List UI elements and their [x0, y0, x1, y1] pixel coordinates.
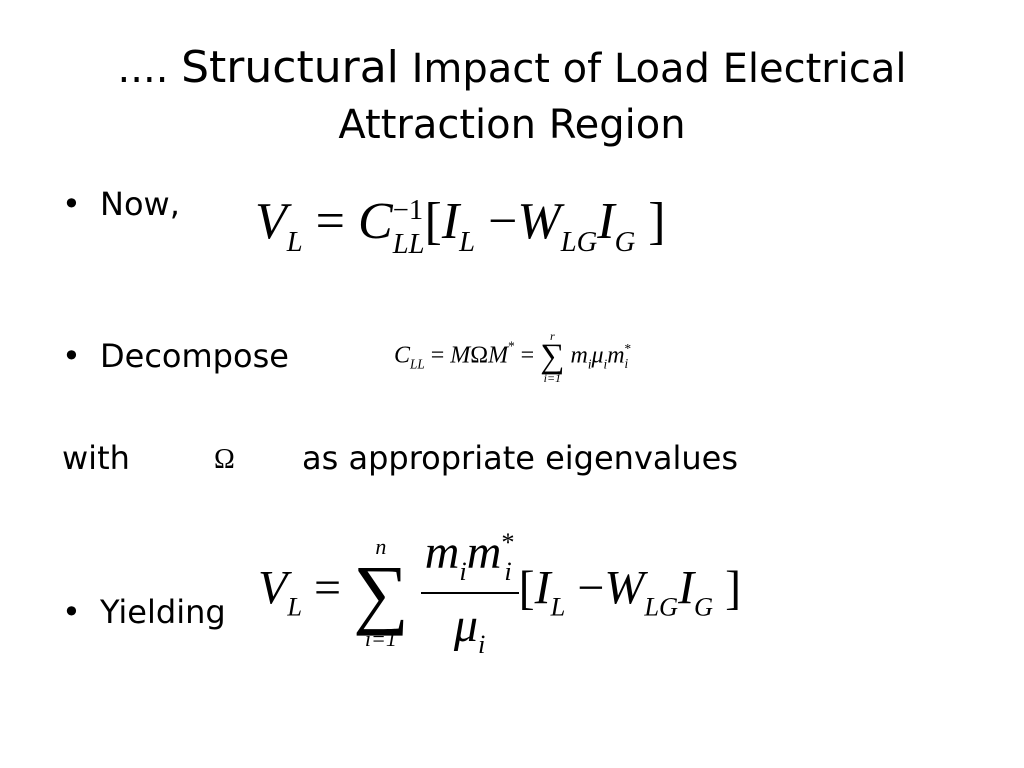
eq2-sum-upper: r [550, 329, 555, 343]
eq3-i2: I [678, 561, 695, 615]
eq3-sub-i3: i [478, 628, 486, 659]
eq2-equals-2: = [520, 342, 535, 369]
eq2-m-conj: M [488, 342, 509, 369]
eq3-numerator: mim*i [420, 526, 519, 595]
eq2-sub-i3: i [624, 356, 629, 371]
eq2-mu: μ [591, 342, 604, 369]
eq1-minus: − [488, 193, 518, 250]
eq1-left-bracket: [ [424, 193, 442, 250]
bullet-yielding: • Yielding [62, 592, 226, 632]
eq2-m-scripts: *i [625, 342, 632, 371]
eigenvalues-text: as appropriate eigenvalues [302, 439, 739, 477]
eq3-m-i: m [424, 526, 460, 580]
eq3-sub-l2: L [550, 591, 566, 622]
eq2-star-2: * [624, 341, 632, 357]
eq3-sub-i: i [459, 555, 467, 586]
eq2-sub-i: i [587, 356, 592, 372]
eq1-sub-l: L [286, 226, 303, 258]
eq3-m-i-conj: m [466, 526, 502, 580]
bullet-decompose: • Decompose [62, 336, 289, 376]
eq3-minus: − [577, 561, 605, 615]
eq3-m-scripts: *i [501, 527, 515, 587]
eq2-sub-i2: i [603, 356, 608, 372]
eq2-omega: Ω [470, 342, 489, 369]
eq1-i2: I [597, 193, 615, 250]
eq2-sum-lower: i=1 [543, 371, 562, 385]
bullet-marker: • [62, 593, 81, 631]
eq1-sub-l2: L [459, 226, 476, 258]
eq2-summation: r ∑ i=1 [540, 330, 564, 384]
eq3-sub-i2: i [504, 556, 512, 587]
bullet-text: Now, [100, 185, 180, 223]
omega-symbol: Ω [214, 444, 235, 475]
eq3-denominator: μi [421, 594, 519, 659]
eq2-star: * [508, 338, 515, 354]
eq3-right-bracket: ] [725, 561, 742, 615]
bullet-now: • Now, [62, 184, 180, 224]
eq3-sub-g: G [694, 591, 714, 622]
bullet-text: Decompose [100, 337, 289, 375]
eq2-sub-ll: LL [410, 356, 425, 372]
eq2-sum-sign: ∑ [540, 338, 565, 375]
eq3-summation: n ∑ i=1 [353, 533, 409, 651]
with-label: with [62, 439, 130, 477]
title-main-word: Structural [181, 42, 399, 93]
title-prefix: .... [117, 46, 169, 92]
equation-yield: VL = n ∑ i=1 mim*i μi [IL −WLGIG ] [258, 526, 742, 659]
eq1-sub-ll: LL [392, 229, 425, 261]
eq2-m: M [450, 342, 471, 369]
eq1-equals: = [315, 193, 345, 250]
eq3-sum-upper: n [375, 533, 387, 559]
eq2-m-i: m [570, 342, 588, 369]
eq1-w: W [517, 193, 561, 250]
eq3-mu: μ [453, 599, 479, 653]
eq2-equals: = [430, 342, 445, 369]
eq3-sub-l: L [287, 591, 303, 622]
eq1-sub-lg: LG [560, 226, 598, 258]
bullet-text: Yielding [100, 593, 226, 631]
eq3-sum-lower: i=1 [364, 625, 397, 651]
eq3-v: V [258, 561, 288, 615]
title-line-2: Attraction Region [338, 102, 686, 148]
title-line-1: .... Structural Impact of Load Electrica… [60, 40, 964, 97]
eq2-c: C [394, 342, 411, 369]
eq3-star: * [501, 527, 515, 557]
bullet-marker: • [62, 185, 81, 223]
eq3-sub-lg: LG [644, 591, 679, 622]
title-rest-1: Impact of Load Electrical [411, 46, 907, 92]
eq1-inverse: −1 [392, 195, 424, 226]
eq1-v: V [255, 193, 287, 250]
eq3-i: I [534, 561, 551, 615]
slide-title: .... Structural Impact of Load Electrica… [60, 40, 964, 153]
eq1-c: C [358, 193, 393, 250]
eq3-w: W [604, 561, 645, 615]
eq3-sum-sign: ∑ [353, 548, 409, 636]
eq2-m-i-conj: m [607, 342, 625, 369]
eq3-left-bracket: [ [518, 561, 535, 615]
eq1-i: I [441, 193, 460, 250]
equation-decomposition: CLL = MΩM* = r ∑ i=1 miμim*i [394, 330, 631, 384]
eq1-right-bracket: ] [648, 193, 666, 250]
eq3-equals: = [314, 561, 342, 615]
eq1-sub-g: G [614, 226, 636, 258]
bullet-marker: • [62, 337, 81, 375]
eq3-fraction: mim*i μi [420, 526, 519, 659]
